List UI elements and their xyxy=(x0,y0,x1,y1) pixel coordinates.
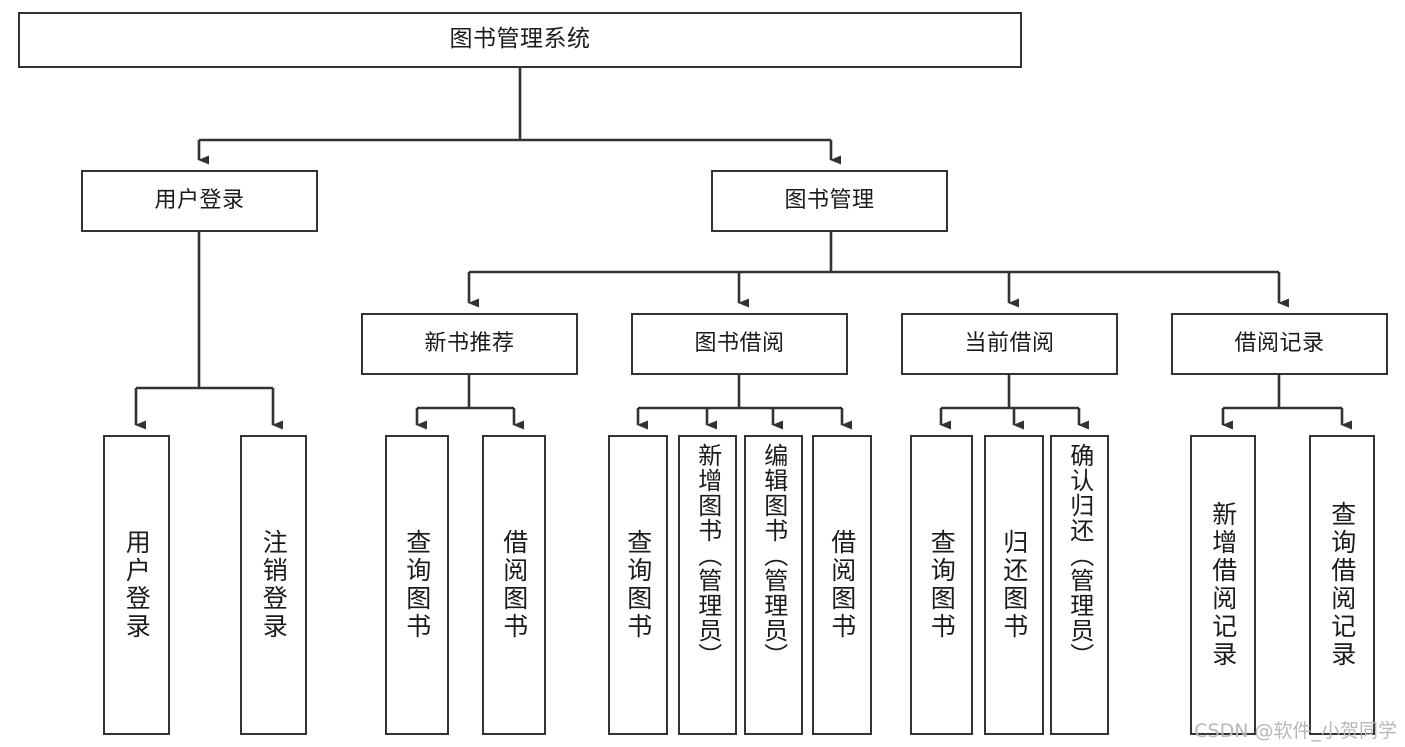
node-rec-query-record[interactable]: 查询借阅记录 xyxy=(1309,435,1375,735)
node-borrow-lend-book[interactable]: 借阅图书 xyxy=(812,435,872,735)
node-new-book-rec[interactable]: 新书推荐 xyxy=(361,313,578,375)
node-borrow-query-book-label: 查询图书 xyxy=(623,529,653,641)
node-cur-return-book-label: 归还图书 xyxy=(999,529,1029,641)
node-borrow-record[interactable]: 借阅记录 xyxy=(1171,313,1388,375)
node-logout-leaf-label: 注销登录 xyxy=(259,529,289,641)
node-cur-confirm-return-label: 确认归还（管理员） xyxy=(1065,443,1094,668)
node-new-book-rec-label: 新书推荐 xyxy=(424,331,515,357)
node-rec-add-record-label: 新增借阅记录 xyxy=(1208,501,1238,669)
node-borrow-edit-book-label: 编辑图书（管理员） xyxy=(759,443,788,668)
node-rec-query-record-label: 查询借阅记录 xyxy=(1327,501,1357,669)
node-borrow-query-book[interactable]: 查询图书 xyxy=(608,435,668,735)
node-current-borrow-label: 当前借阅 xyxy=(964,331,1055,357)
node-user-login-leaf[interactable]: 用户登录 xyxy=(103,435,170,735)
node-borrow-add-book[interactable]: 新增图书（管理员） xyxy=(678,435,737,735)
node-cur-query-book[interactable]: 查询图书 xyxy=(910,435,973,735)
node-cur-confirm-return[interactable]: 确认归还（管理员） xyxy=(1050,435,1109,735)
watermark: CSDN @软件_小贺同学 xyxy=(1194,720,1397,742)
node-current-borrow[interactable]: 当前借阅 xyxy=(901,313,1118,375)
node-rec-add-record[interactable]: 新增借阅记录 xyxy=(1190,435,1256,735)
node-book-manage-label: 图书管理 xyxy=(784,188,875,214)
node-user-login-label: 用户登录 xyxy=(154,188,245,214)
node-rec-query-book[interactable]: 查询图书 xyxy=(385,435,449,735)
node-user-login-leaf-label: 用户登录 xyxy=(122,529,152,641)
node-rec-borrow-book[interactable]: 借阅图书 xyxy=(482,435,546,735)
node-cur-return-book[interactable]: 归还图书 xyxy=(984,435,1044,735)
node-root[interactable]: 图书管理系统 xyxy=(18,12,1022,68)
node-borrow-edit-book[interactable]: 编辑图书（管理员） xyxy=(744,435,803,735)
node-borrow-lend-book-label: 借阅图书 xyxy=(827,529,857,641)
node-logout-leaf[interactable]: 注销登录 xyxy=(240,435,307,735)
node-rec-borrow-book-label: 借阅图书 xyxy=(499,529,529,641)
node-root-label: 图书管理系统 xyxy=(449,26,591,53)
node-cur-query-book-label: 查询图书 xyxy=(927,529,957,641)
node-borrow-record-label: 借阅记录 xyxy=(1234,331,1325,357)
node-book-borrow[interactable]: 图书借阅 xyxy=(631,313,848,375)
node-borrow-add-book-label: 新增图书（管理员） xyxy=(693,443,722,668)
node-book-borrow-label: 图书借阅 xyxy=(694,331,785,357)
node-user-login[interactable]: 用户登录 xyxy=(81,170,318,232)
node-rec-query-book-label: 查询图书 xyxy=(402,529,432,641)
node-book-manage[interactable]: 图书管理 xyxy=(711,170,948,232)
